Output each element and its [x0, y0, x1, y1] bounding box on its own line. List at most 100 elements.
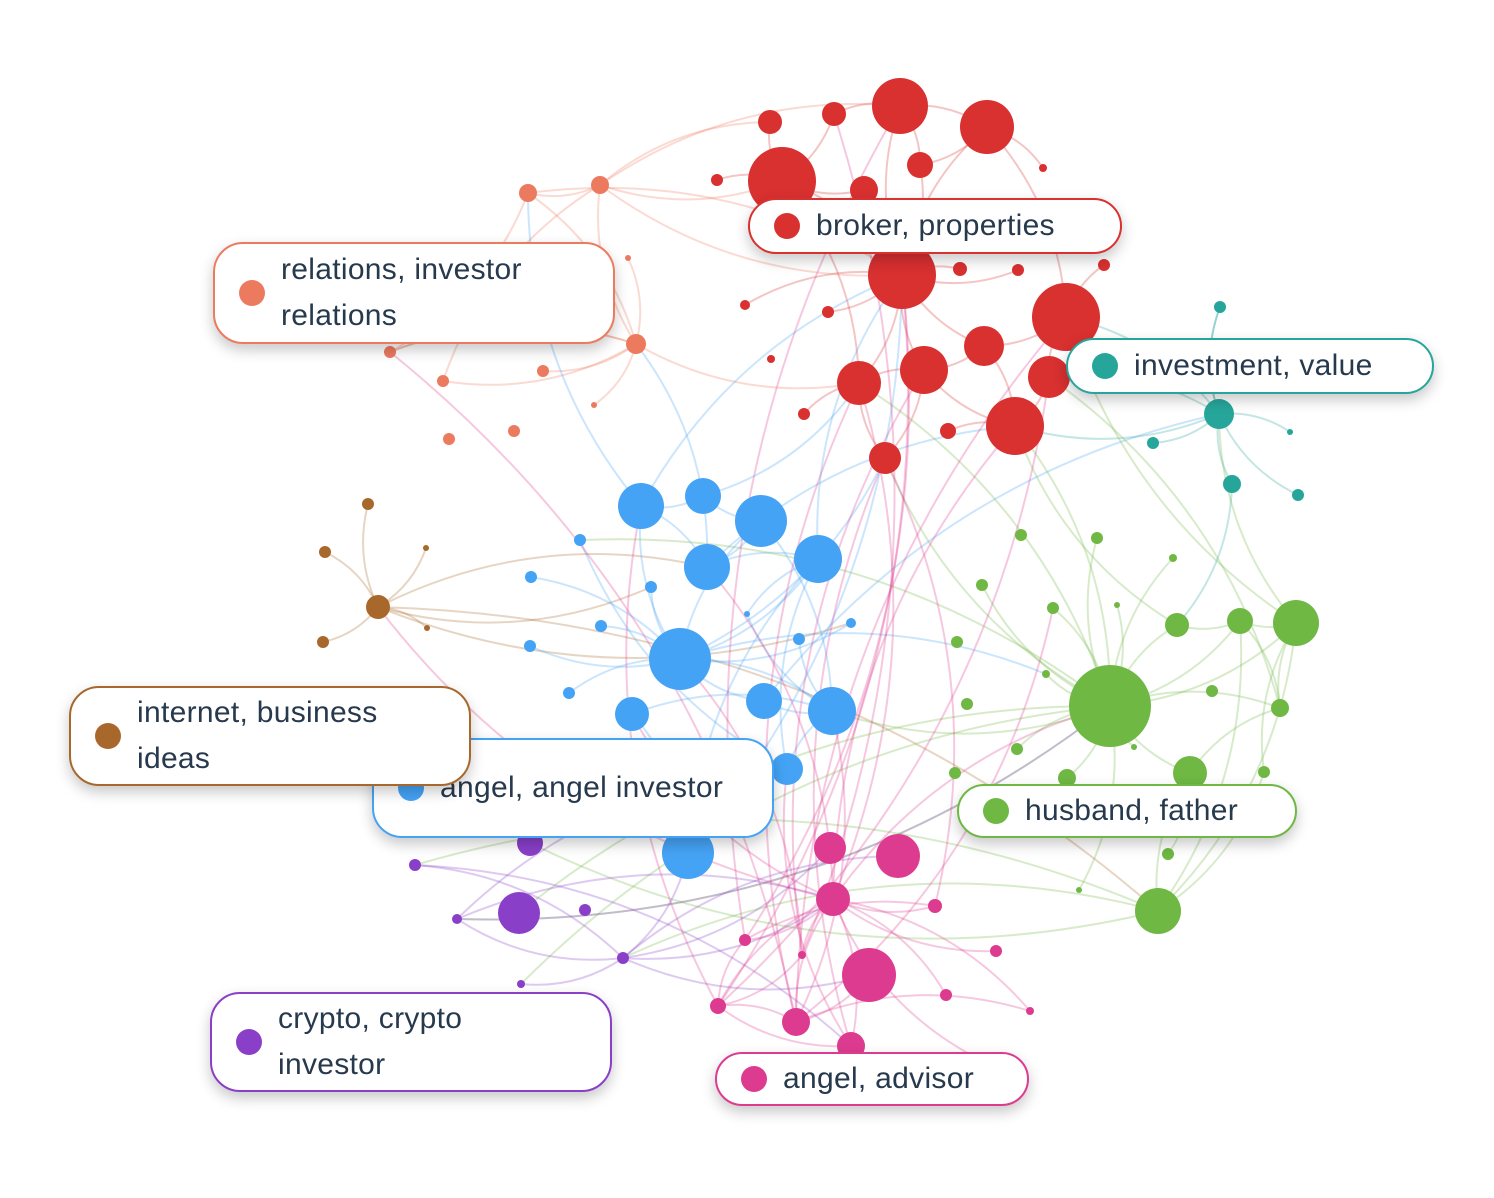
network-node-broker[interactable]: [1039, 164, 1047, 172]
network-node-husband[interactable]: [1271, 699, 1289, 717]
network-node-husband[interactable]: [961, 698, 973, 710]
network-node-investment[interactable]: [1292, 489, 1304, 501]
network-node-broker[interactable]: [900, 346, 948, 394]
network-node-husband[interactable]: [1162, 848, 1174, 860]
network-node-internet[interactable]: [423, 545, 429, 551]
network-node-advisor[interactable]: [739, 934, 751, 946]
network-node-broker[interactable]: [822, 102, 846, 126]
network-node-broker[interactable]: [868, 241, 936, 309]
network-node-advisor[interactable]: [798, 951, 806, 959]
network-node-angelinv[interactable]: [595, 620, 607, 632]
cluster-label-internet[interactable]: internet, business ideas: [69, 686, 471, 786]
network-node-internet[interactable]: [319, 546, 331, 558]
network-node-advisor[interactable]: [876, 834, 920, 878]
network-node-investment[interactable]: [1147, 437, 1159, 449]
network-node-relations[interactable]: [591, 176, 609, 194]
network-node-crypto[interactable]: [617, 952, 629, 964]
network-node-broker[interactable]: [837, 361, 881, 405]
network-node-advisor[interactable]: [928, 899, 942, 913]
network-node-husband[interactable]: [1042, 670, 1050, 678]
network-node-angelinv[interactable]: [846, 618, 856, 628]
network-node-angelinv[interactable]: [618, 483, 664, 529]
network-node-broker[interactable]: [822, 306, 834, 318]
network-node-crypto[interactable]: [409, 859, 421, 871]
network-node-angelinv[interactable]: [563, 687, 575, 699]
network-node-husband[interactable]: [1076, 887, 1082, 893]
network-node-angelinv[interactable]: [574, 534, 586, 546]
cluster-label-husband[interactable]: husband, father: [957, 784, 1297, 838]
network-node-angelinv[interactable]: [615, 697, 649, 731]
network-node-husband[interactable]: [1273, 600, 1319, 646]
network-node-broker[interactable]: [907, 152, 933, 178]
network-node-angelinv[interactable]: [771, 753, 803, 785]
network-node-broker[interactable]: [964, 326, 1004, 366]
network-node-husband[interactable]: [1011, 743, 1023, 755]
network-node-husband[interactable]: [1058, 769, 1076, 787]
network-node-husband[interactable]: [949, 767, 961, 779]
network-node-broker[interactable]: [872, 78, 928, 134]
network-node-advisor[interactable]: [782, 1008, 810, 1036]
network-node-broker[interactable]: [1028, 356, 1070, 398]
network-node-crypto[interactable]: [498, 892, 540, 934]
network-node-broker[interactable]: [850, 176, 878, 204]
network-node-crypto[interactable]: [452, 914, 462, 924]
cluster-label-advisor[interactable]: angel, advisor: [715, 1052, 1029, 1106]
network-node-advisor[interactable]: [940, 989, 952, 1001]
network-node-husband[interactable]: [1165, 613, 1189, 637]
network-node-husband[interactable]: [1069, 665, 1151, 747]
network-node-relations[interactable]: [508, 425, 520, 437]
network-node-broker[interactable]: [740, 300, 750, 310]
network-node-relations[interactable]: [625, 255, 631, 261]
network-node-advisor[interactable]: [816, 882, 850, 916]
network-node-broker[interactable]: [1012, 264, 1024, 276]
network-node-relations[interactable]: [437, 375, 449, 387]
network-node-angelinv[interactable]: [662, 827, 714, 879]
network-node-angelinv[interactable]: [684, 544, 730, 590]
cluster-label-broker[interactable]: broker, properties: [748, 198, 1122, 254]
network-node-husband[interactable]: [1047, 602, 1059, 614]
network-node-investment[interactable]: [1223, 475, 1241, 493]
network-node-crypto[interactable]: [579, 904, 591, 916]
network-node-husband[interactable]: [1091, 532, 1103, 544]
network-node-angelinv[interactable]: [685, 478, 721, 514]
network-node-husband[interactable]: [1114, 602, 1120, 608]
network-node-angelinv[interactable]: [735, 495, 787, 547]
network-node-relations[interactable]: [384, 346, 396, 358]
network-node-angelinv[interactable]: [524, 640, 536, 652]
network-node-relations[interactable]: [626, 334, 646, 354]
network-node-husband[interactable]: [1258, 766, 1270, 778]
cluster-label-investment[interactable]: investment, value: [1066, 338, 1434, 394]
network-node-husband[interactable]: [1015, 529, 1027, 541]
network-node-advisor[interactable]: [710, 998, 726, 1014]
network-node-angelinv[interactable]: [645, 581, 657, 593]
network-node-angelinv[interactable]: [808, 687, 856, 735]
cluster-label-crypto[interactable]: crypto, crypto investor: [210, 992, 612, 1092]
network-node-husband[interactable]: [1173, 756, 1207, 790]
network-node-broker[interactable]: [798, 408, 810, 420]
network-node-broker[interactable]: [711, 174, 723, 186]
network-node-relations[interactable]: [443, 433, 455, 445]
network-node-broker[interactable]: [767, 355, 775, 363]
network-node-internet[interactable]: [362, 498, 374, 510]
network-node-husband[interactable]: [1169, 554, 1177, 562]
network-node-husband[interactable]: [1135, 888, 1181, 934]
cluster-label-relations[interactable]: relations, investor relations: [213, 242, 615, 344]
network-node-broker[interactable]: [869, 442, 901, 474]
network-node-investment[interactable]: [1287, 429, 1293, 435]
network-node-internet[interactable]: [424, 625, 430, 631]
network-node-husband[interactable]: [1206, 685, 1218, 697]
network-node-broker[interactable]: [986, 397, 1044, 455]
network-node-angelinv[interactable]: [649, 628, 711, 690]
network-node-angelinv[interactable]: [746, 683, 782, 719]
network-node-broker[interactable]: [960, 100, 1014, 154]
network-node-relations[interactable]: [519, 184, 537, 202]
network-node-advisor[interactable]: [842, 948, 896, 1002]
network-node-husband[interactable]: [1227, 608, 1253, 634]
network-node-broker[interactable]: [953, 262, 967, 276]
network-node-angelinv[interactable]: [793, 633, 805, 645]
network-node-husband[interactable]: [976, 579, 988, 591]
network-node-relations[interactable]: [591, 402, 597, 408]
network-node-investment[interactable]: [1214, 301, 1226, 313]
network-node-broker[interactable]: [758, 110, 782, 134]
network-node-angelinv[interactable]: [525, 571, 537, 583]
